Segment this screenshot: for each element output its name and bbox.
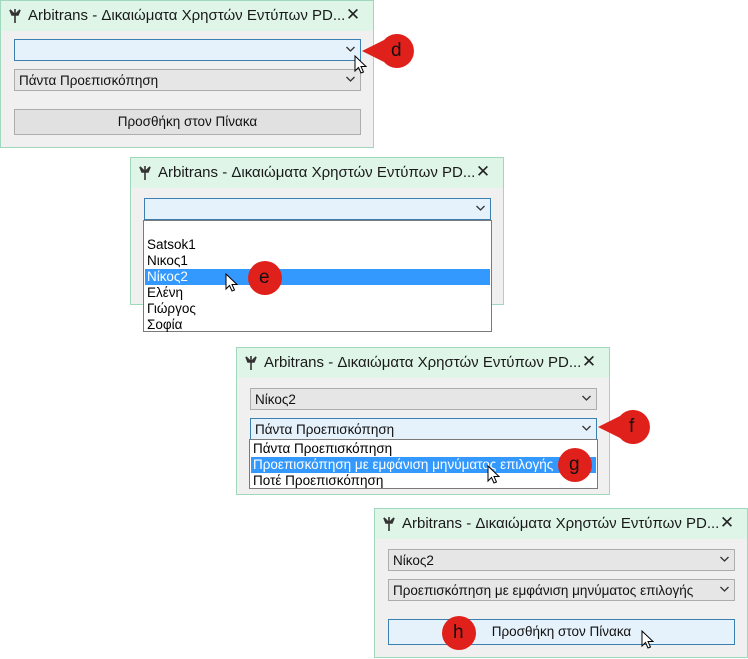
dialog-window-step-d: Arbitrans - Δικαιώματα Χρηστών Εντύπων P… (0, 0, 374, 148)
callout-badge-d: d (360, 34, 420, 68)
arbitrans-logo-icon (9, 9, 21, 23)
close-button[interactable]: ✕ (719, 513, 735, 532)
window-title: Arbitrans - Δικαιώματα Χρηστών Εντύπων P… (28, 7, 346, 24)
chevron-down-icon (346, 76, 355, 82)
user-dropdown[interactable] (144, 198, 491, 220)
title-bar: Arbitrans - Δικαιώματα Χρηστών Εντύπων P… (131, 158, 503, 188)
list-item[interactable]: Γιώργος (147, 301, 196, 316)
window-title: Arbitrans - Δικαιώματα Χρηστών Εντύπων P… (402, 515, 720, 532)
list-item-selected[interactable]: Νίκος2 (145, 269, 490, 285)
user-dropdown[interactable] (14, 39, 361, 61)
user-dropdown-list[interactable]: Satsok1 Νικος1 Νίκος2 Ελένη Γιώργος Σοφί… (143, 220, 492, 332)
chevron-down-icon (346, 46, 355, 52)
user-dropdown[interactable]: Νίκος2 (388, 549, 735, 571)
preview-mode-dropdown[interactable]: Προεπισκόπηση με εμφάνιση μηνύματος επιλ… (388, 579, 735, 601)
list-item-selected[interactable]: Προεπισκόπηση με εμφάνιση μηνύματος επιλ… (251, 457, 596, 473)
preview-mode-value: Πάντα Προεπισκόπηση (19, 73, 159, 88)
callout-badge-f: f (596, 410, 656, 444)
arbitrans-logo-icon (245, 356, 257, 370)
title-bar: Arbitrans - Δικαιώματα Χρηστών Εντύπων P… (1, 1, 373, 31)
add-to-table-button[interactable]: Προσθήκη στον Πίνακα (14, 109, 361, 135)
user-dropdown-value: Νίκος2 (393, 553, 434, 568)
preview-mode-value: Προεπισκόπηση με εμφάνιση μηνύματος επιλ… (393, 583, 694, 598)
callout-badge-h: h (436, 616, 482, 650)
mouse-pointer-icon (641, 630, 654, 649)
preview-mode-dropdown-list[interactable]: Πάντα Προεπισκόπηση Προεπισκόπηση με εμφ… (249, 439, 598, 489)
list-item[interactable]: Satsok1 (147, 237, 196, 252)
preview-mode-dropdown[interactable]: Πάντα Προεπισκόπηση (250, 418, 597, 440)
chevron-down-icon (582, 395, 591, 401)
window-title: Arbitrans - Δικαιώματα Χρηστών Εντύπων P… (158, 164, 476, 181)
mouse-pointer-icon (354, 55, 367, 74)
callout-badge-g: g (552, 448, 598, 482)
list-item[interactable]: Ελένη (147, 285, 184, 300)
chevron-down-icon (720, 586, 729, 592)
title-bar: Arbitrans - Δικαιώματα Χρηστών Εντύπων P… (375, 509, 747, 539)
title-bar: Arbitrans - Δικαιώματα Χρηστών Εντύπων P… (237, 348, 609, 378)
preview-mode-value: Πάντα Προεπισκόπηση (255, 422, 395, 437)
arbitrans-logo-icon (383, 517, 395, 531)
callout-badge-e: e (242, 261, 288, 295)
arbitrans-logo-icon (139, 166, 151, 180)
dialog-window-step-h: Arbitrans - Δικαιώματα Χρηστών Εντύπων P… (374, 508, 748, 658)
list-item[interactable]: Ποτέ Προεπισκόπηση (253, 473, 384, 488)
list-item[interactable]: Πάντα Προεπισκόπηση (253, 441, 393, 456)
preview-mode-dropdown[interactable]: Πάντα Προεπισκόπηση (14, 69, 361, 91)
mouse-pointer-icon (487, 465, 500, 484)
chevron-down-icon (476, 205, 485, 211)
close-button[interactable]: ✕ (475, 162, 491, 181)
user-dropdown[interactable]: Νίκος2 (250, 388, 597, 410)
window-title: Arbitrans - Δικαιώματα Χρηστών Εντύπων P… (264, 354, 582, 371)
mouse-pointer-icon (225, 273, 238, 292)
chevron-down-icon (720, 556, 729, 562)
close-button[interactable]: ✕ (581, 352, 597, 371)
user-dropdown-value: Νίκος2 (255, 392, 296, 407)
chevron-down-icon (582, 425, 591, 431)
list-item[interactable]: Σοφία (147, 317, 183, 332)
list-item[interactable]: Νικος1 (147, 253, 188, 268)
close-button[interactable]: ✕ (345, 5, 361, 24)
